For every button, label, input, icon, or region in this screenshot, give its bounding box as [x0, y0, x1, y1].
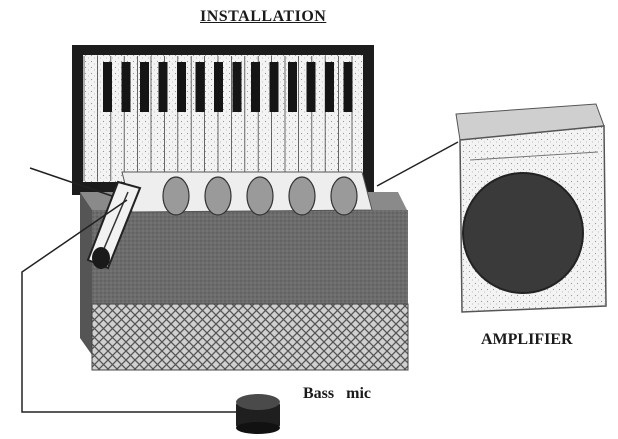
- mic-bar: [121, 171, 373, 216]
- accordion-case: [80, 192, 409, 371]
- black-key: [158, 62, 168, 112]
- cables: [21, 141, 459, 413]
- black-keys: [103, 62, 353, 112]
- black-key: [214, 62, 223, 112]
- accordion-keyboard: [72, 45, 374, 195]
- amplifier-label: AMPLIFIER: [481, 331, 573, 348]
- black-key: [177, 62, 186, 112]
- amplifier: [455, 103, 607, 313]
- treble-mic: [330, 176, 358, 216]
- treble-mic: [204, 176, 232, 216]
- black-key: [140, 62, 149, 112]
- black-key: [195, 62, 205, 112]
- treble-mic: [288, 176, 316, 216]
- diagram-title: INSTALLATION: [200, 8, 327, 25]
- treble-mics: [162, 176, 358, 216]
- black-key: [325, 62, 334, 112]
- black-key: [269, 62, 279, 112]
- black-key: [251, 62, 260, 112]
- left-mic-holder: [86, 180, 142, 270]
- speaker-cone: [463, 173, 583, 293]
- black-key: [232, 62, 242, 112]
- white-keys: [83, 56, 353, 181]
- bass-mic-label: Bass mic: [303, 385, 371, 402]
- black-key: [343, 62, 353, 112]
- treble-mic: [246, 176, 274, 216]
- black-key: [306, 62, 316, 112]
- black-key: [103, 62, 112, 112]
- black-key: [288, 62, 297, 112]
- bass-mic: [236, 394, 280, 434]
- treble-mic: [162, 176, 190, 216]
- black-key: [121, 62, 131, 112]
